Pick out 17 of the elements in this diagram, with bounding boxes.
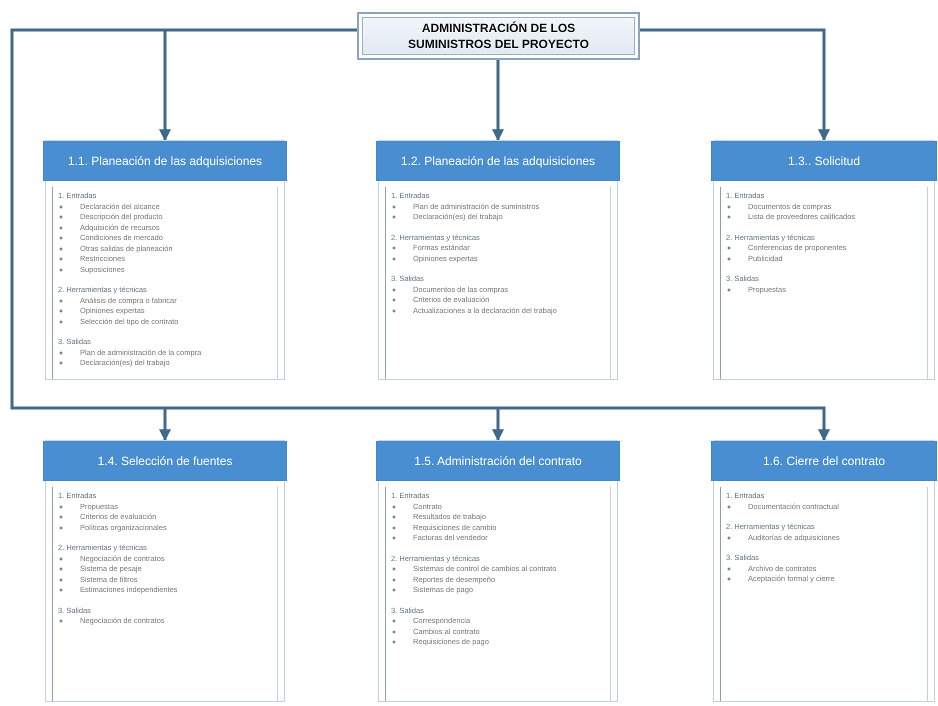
process-panel <box>378 440 618 702</box>
panel-header: 1.4. Selección de fuentes <box>43 441 287 481</box>
process-panel <box>713 140 935 380</box>
process-panel <box>45 440 285 702</box>
process-panel <box>378 140 618 380</box>
connector-arrow <box>10 28 830 442</box>
title-box <box>357 12 640 60</box>
connector-arrow <box>640 28 830 142</box>
panel-header: 1.2. Planeación de las adquisiciones <box>376 141 620 181</box>
process-panel <box>713 440 935 702</box>
connector-arrow <box>492 60 504 142</box>
panel-header: 1.6. Cierre del contrato <box>711 441 937 481</box>
panel-header: 1.5. Administración del contrato <box>376 441 620 481</box>
process-panel <box>45 140 285 380</box>
title-text: ADMINISTRACIÓN DE LOS SUMINISTROS DEL PROYECTO <box>407 20 590 52</box>
panel-header: 1.3.. Solicitud <box>711 141 937 181</box>
panel-header: 1.1. Planeación de las adquisiciones <box>43 141 287 181</box>
